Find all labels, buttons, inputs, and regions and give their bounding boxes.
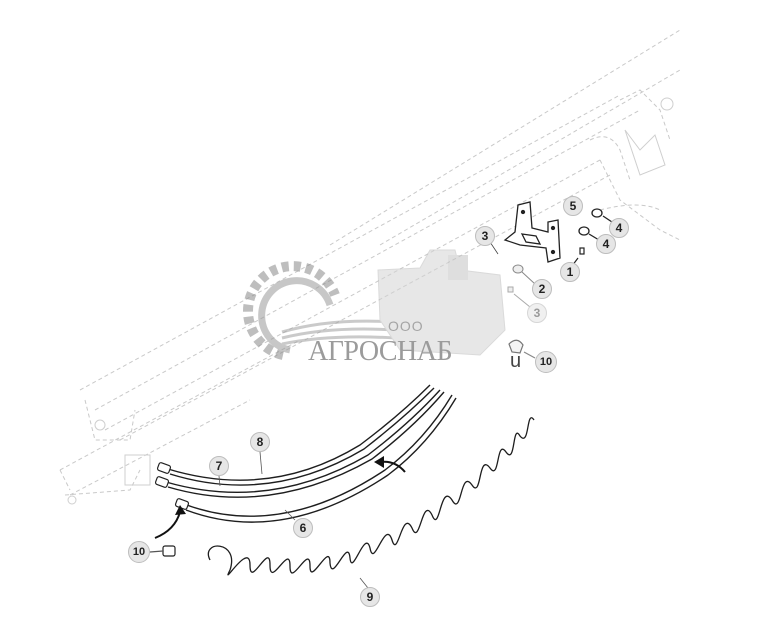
leader-3a <box>489 241 499 255</box>
callout-part-9[interactable]: 9 <box>360 587 380 607</box>
hoses <box>165 384 457 523</box>
arrow-head-upper <box>374 456 384 468</box>
callout-part-5[interactable]: 5 <box>563 196 583 216</box>
clamp-10-top <box>508 339 536 359</box>
callout-part-10[interactable]: 10 <box>128 541 150 563</box>
frame-beam <box>59 29 681 496</box>
callout-part-8[interactable]: 8 <box>250 432 270 452</box>
leader-9 <box>359 577 369 589</box>
watermark-company-prefix: ООО <box>388 318 424 334</box>
washer-2 <box>512 264 536 285</box>
callout-part-4[interactable]: 4 <box>609 218 629 238</box>
watermark-company-name: АГРОСНАБ <box>308 336 453 367</box>
callout-part-2[interactable]: 2 <box>532 279 552 299</box>
hose-end-fittings <box>154 462 190 510</box>
hose-6 <box>183 394 453 517</box>
stray-glyph: u <box>510 350 522 372</box>
frame-details <box>67 97 674 505</box>
fitting-4a <box>591 208 613 223</box>
callout-part-7[interactable]: 7 <box>209 456 229 476</box>
bracket-assembly <box>503 201 561 263</box>
arrow-head-lower <box>175 505 186 515</box>
callout-part-3[interactable]: 3 <box>527 303 547 323</box>
nut-3 <box>507 286 531 308</box>
fitting-4b <box>578 226 600 241</box>
callout-part-6[interactable]: 6 <box>293 518 313 538</box>
hose-7 <box>165 389 441 494</box>
install-arrows <box>154 460 406 539</box>
spiral-guard-9 <box>207 417 535 576</box>
callout-part-4[interactable]: 4 <box>596 234 616 254</box>
callout-part-1[interactable]: 1 <box>560 262 580 282</box>
callout-part-10[interactable]: 10 <box>535 351 557 373</box>
watermark-logo <box>242 249 506 360</box>
clamp-10-bottom <box>149 545 176 557</box>
callout-part-3[interactable]: 3 <box>475 226 495 246</box>
hose-leaders <box>218 451 296 521</box>
